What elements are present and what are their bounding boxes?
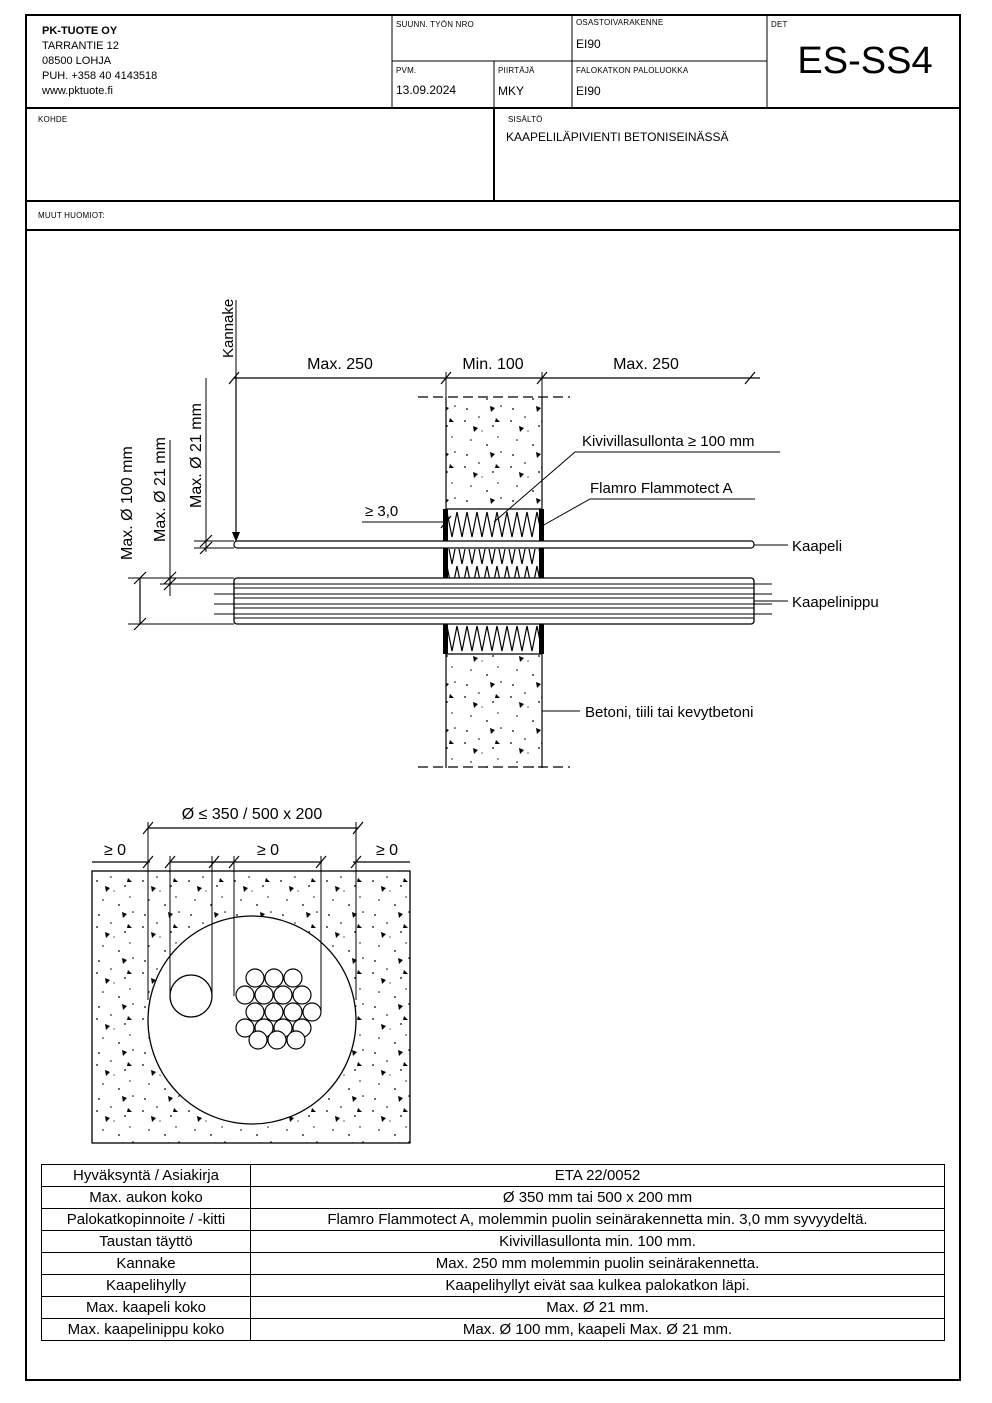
- dim-depth-text: ≥ 3,0: [365, 503, 398, 520]
- date-value: 13.09.2024: [396, 83, 457, 97]
- dim-gap-left-text: ≥ 0: [104, 842, 126, 859]
- spec-value: Kaapelihyllyt eivät saa kulkea palokatko…: [250, 1274, 945, 1297]
- spec-key: Palokatkopinnoite / -kitti: [41, 1208, 251, 1231]
- work-number-label: SUUNN. TYÖN NRO: [396, 20, 474, 29]
- spec-value: Max. Ø 21 mm.: [250, 1296, 945, 1319]
- date-label: PVM.: [396, 66, 417, 75]
- spec-key: Kannake: [41, 1252, 251, 1275]
- dim-left-text: Max. 250: [307, 356, 373, 373]
- spec-value: Kivivillasullonta min. 100 mm.: [250, 1230, 945, 1253]
- company-street: TARRANTIE 12: [42, 40, 119, 52]
- company-name: PK-TUOTE OY: [42, 25, 118, 37]
- wall-structure-label: OSASTOIVARAKENNE: [576, 18, 664, 27]
- callout-coating: Flamro Flammotect A: [590, 480, 733, 497]
- dim-cable-a-text: Max. Ø 21 mm: [152, 437, 169, 542]
- notes-label: MUUT HUOMIOT:: [38, 211, 105, 220]
- spec-value: Ø 350 mm tai 500 x 200 mm: [250, 1186, 945, 1209]
- dim-gap-right-text: ≥ 0: [376, 842, 398, 859]
- det-code: ES-SS4: [797, 40, 933, 82]
- fire-class-value: EI90: [576, 84, 601, 98]
- company-postal: 08500 LOHJA: [42, 55, 112, 67]
- company-web: www.pktuote.fi: [42, 85, 113, 97]
- spec-key: Max. kaapeli koko: [41, 1296, 251, 1319]
- dim-cable-b-text: Max. Ø 21 mm: [188, 403, 205, 508]
- spec-key: Max. aukon koko: [41, 1186, 251, 1209]
- det-label: DET: [771, 20, 788, 29]
- drawer-value: MKY: [498, 84, 525, 98]
- dim-right-text: Max. 250: [613, 356, 679, 373]
- drawing-frame: [25, 14, 961, 1381]
- callout-bundle: Kaapelinippu: [792, 594, 879, 611]
- content-value: KAAPELILÄPIVIENTI BETONISEINÄSSÄ: [506, 130, 729, 144]
- target-label: KOHDE: [38, 115, 68, 124]
- company-phone: PUH. +358 40 4143518: [42, 70, 158, 82]
- dim-opening-text: Ø ≤ 350 / 500 x 200: [182, 806, 323, 823]
- spec-key: Max. kaapelinippu koko: [41, 1318, 251, 1341]
- drawer-label: PIIRTÄJÄ: [498, 66, 535, 75]
- spec-value: Max. Ø 100 mm, kaapeli Max. Ø 21 mm.: [250, 1318, 945, 1341]
- support-label: Kannake: [220, 299, 237, 358]
- dim-bundle-text: Max. Ø 100 mm: [119, 446, 136, 560]
- fire-class-label: FALOKATKON PALOLUOKKA: [576, 66, 689, 75]
- dim-gap-mid-text: ≥ 0: [257, 842, 279, 859]
- spec-value: Max. 250 mm molemmin puolin seinärakenne…: [250, 1252, 945, 1275]
- spec-key: Kaapelihylly: [41, 1274, 251, 1297]
- callout-cable: Kaapeli: [792, 538, 842, 555]
- wall-structure-value: EI90: [576, 37, 601, 51]
- dim-wall-text: Min. 100: [462, 356, 523, 373]
- company-address: PK-TUOTE OY TARRANTIE 12 08500 LOHJA PUH…: [42, 24, 157, 99]
- spec-value: ETA 22/0052: [250, 1164, 945, 1187]
- spec-value: Flamro Flammotect A, molemmin puolin sei…: [250, 1208, 945, 1231]
- callout-wool: Kivivillasullonta ≥ 100 mm: [582, 433, 754, 450]
- spec-key: Hyväksyntä / Asiakirja: [41, 1164, 251, 1187]
- spec-key: Taustan täyttö: [41, 1230, 251, 1253]
- callout-wall: Betoni, tiili tai kevytbetoni: [585, 704, 753, 721]
- content-label: SISÄLTÖ: [508, 115, 543, 124]
